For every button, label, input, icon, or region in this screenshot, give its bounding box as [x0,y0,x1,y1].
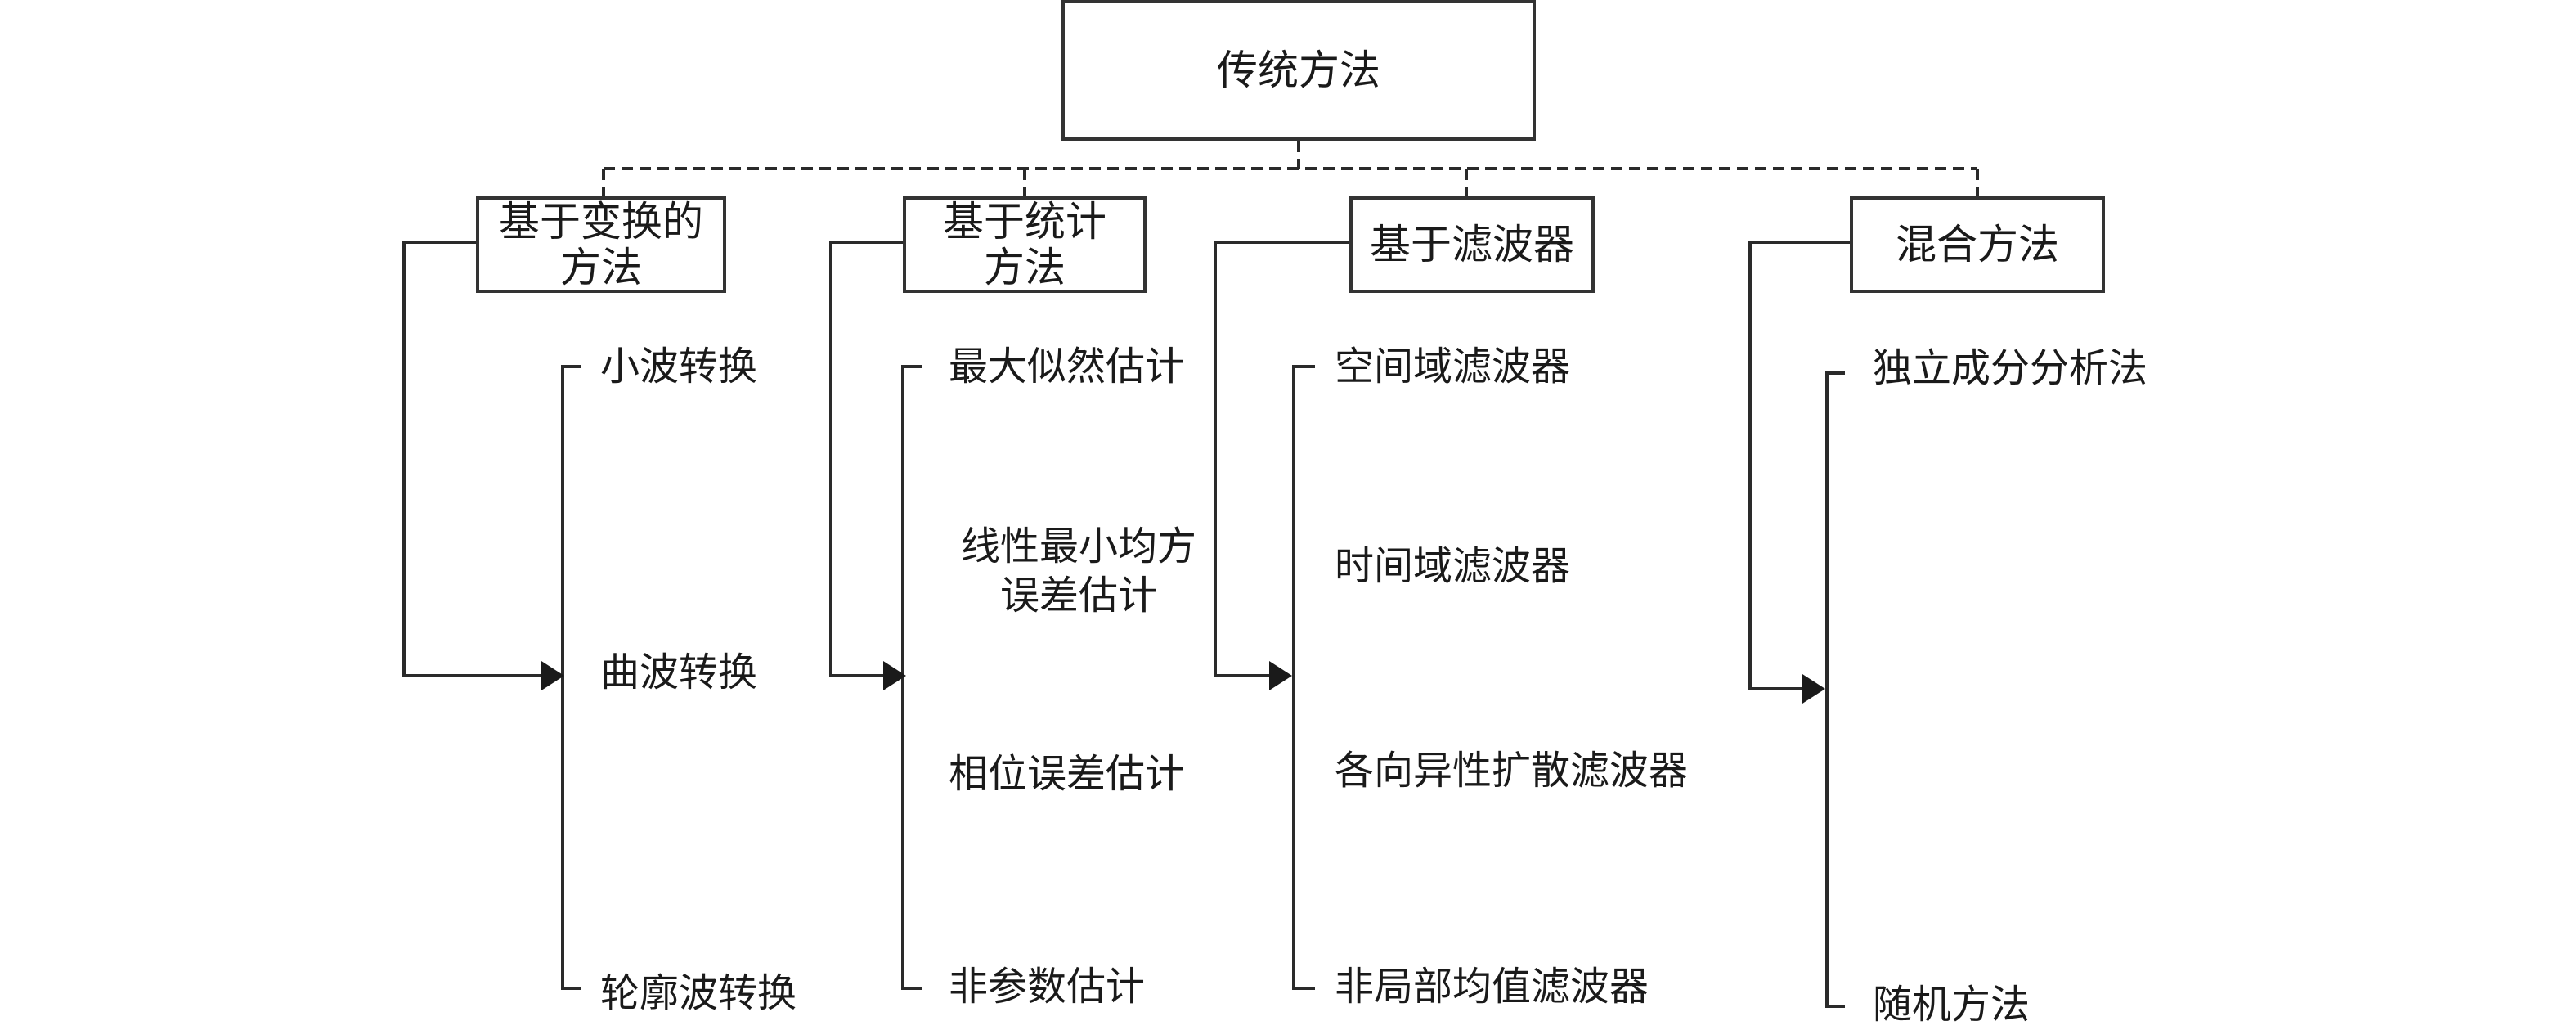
bracket-group-2 [901,365,922,990]
item-spatial-filter: 空间域滤波器 [1335,344,1571,389]
arrow-head-1 [541,661,564,690]
category-label-hybrid: 混合方法 [1896,221,2059,268]
item-anisotropic-filter: 各向异性扩散滤波器 [1335,748,1689,794]
item-lmmse: 线性最小均方 误差估计 [960,524,1196,618]
item-ica: 独立成分分析法 [1873,345,2148,391]
root-label: 传统方法 [1217,47,1380,94]
bracket-group-3 [1292,365,1315,990]
category-label-statistics: 基于统计 方法 [943,198,1106,291]
connector-group-2 [829,241,903,677]
item-contourlet: 轮廓波转换 [600,970,797,1016]
arrow-head-4 [1802,674,1825,704]
arrow-head-3 [1269,661,1292,690]
connector-group-3 [1214,241,1349,677]
category-box-hybrid: 混合方法 [1850,196,2105,293]
arrow-head-2 [883,661,906,690]
root-node: 传统方法 [1061,0,1536,141]
category-box-statistics: 基于统计 方法 [903,196,1147,293]
connector-group-1 [402,241,546,677]
item-max-likelihood: 最大似然估计 [949,344,1185,389]
item-random: 随机方法 [1873,982,2031,1028]
category-box-transform: 基于变换的 方法 [476,196,726,293]
item-wavelet: 小波转换 [600,344,758,389]
item-nlm-filter: 非局部均值滤波器 [1335,964,1649,1010]
item-phase-error: 相位误差估计 [949,751,1185,797]
category-box-filter: 基于滤波器 [1349,196,1595,293]
item-nonparametric: 非参数估计 [949,964,1146,1010]
bracket-group-1 [561,365,581,990]
category-label-transform: 基于变换的 方法 [499,198,703,291]
item-curvelet: 曲波转换 [600,650,758,695]
bracket-group-4 [1825,371,1845,1008]
category-label-filter: 基于滤波器 [1370,221,1574,268]
connector-group-4 [1748,241,1850,690]
item-temporal-filter: 时间域滤波器 [1335,543,1571,589]
